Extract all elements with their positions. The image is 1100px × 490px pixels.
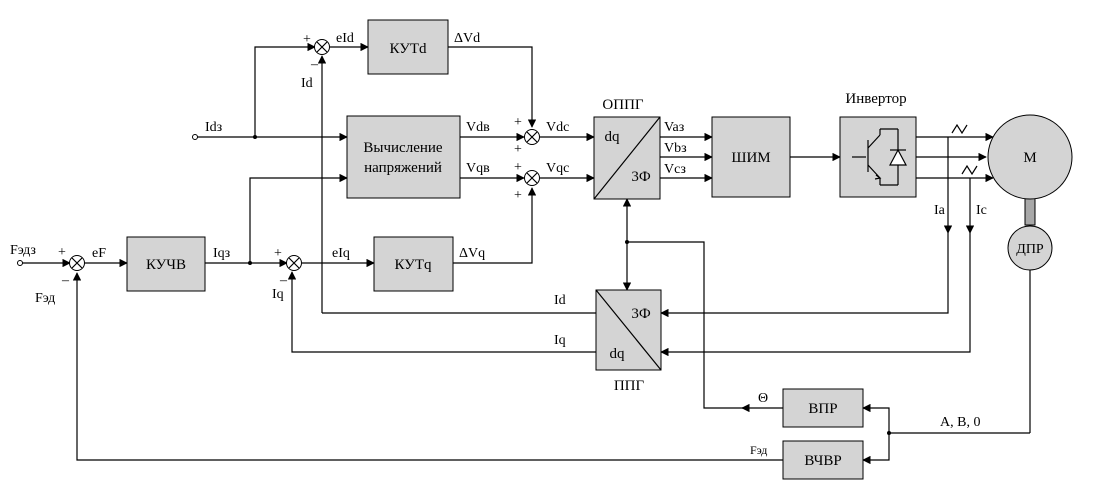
label-dvq: ΔVq: [459, 246, 485, 261]
signs: + – + + + + + – + –: [58, 32, 522, 288]
sign-minus-id: –: [310, 57, 319, 72]
idz-terminal: [192, 134, 198, 140]
label-ic: Ic: [976, 203, 987, 218]
label-vqc: Vqc: [546, 161, 569, 176]
block-inverter: [839, 116, 917, 198]
label-vaz: Vaз: [664, 120, 685, 135]
sum-iq: [286, 255, 302, 271]
sum-id: [314, 39, 330, 55]
summing-junctions: [69, 39, 540, 271]
label-vdc: Vdc: [546, 120, 569, 135]
kutq-label: КУТq: [395, 257, 432, 273]
motor-label: M: [1023, 150, 1036, 166]
label-vdv: Vdв: [466, 120, 490, 135]
label-id-ppg: Id: [554, 293, 566, 308]
sign-plus-f: +: [58, 245, 66, 260]
block-vchvr: ВЧВР: [782, 440, 864, 480]
fedz-terminal: [17, 260, 23, 266]
label-abo: A, B, 0: [940, 415, 980, 430]
block-shim: ШИМ: [711, 116, 791, 198]
block-kuchv: КУЧВ: [126, 236, 206, 292]
dpr-sensor: ДПР: [1007, 225, 1053, 271]
sign-plus-id: +: [303, 32, 311, 47]
sum-vq: [524, 170, 540, 186]
calc-label-1: Вычисление: [363, 140, 443, 156]
label-iq-fb: Iq: [272, 287, 284, 302]
wires: [22, 42, 1036, 465]
block-calc: Вычисление напряжений: [346, 115, 461, 199]
ppg-dq: dq: [610, 346, 626, 362]
kutd-label: КУТd: [390, 41, 427, 57]
vpr-label: ВПР: [808, 401, 837, 417]
label-fed-vchvr: Fэд: [750, 443, 767, 457]
signal-labels: Idз Id eId ΔVd Vdв Vqв Vdc Vqc Vaз Vbз V…: [10, 31, 987, 457]
label-iq-ppg: Iq: [554, 333, 566, 348]
label-theta: Θ: [758, 391, 768, 406]
sign-plus-vq1: +: [514, 160, 522, 175]
sign-plus-vq2: +: [514, 188, 522, 203]
label-eid: eId: [336, 31, 354, 46]
label-id-fb: Id: [301, 76, 313, 91]
dpr-label: ДПР: [1016, 242, 1044, 257]
block-oppg: dq 3Ф: [593, 116, 661, 200]
sign-minus-f: –: [61, 273, 70, 288]
ppg-3f: 3Ф: [631, 306, 651, 322]
block-ppg: 3Ф dq: [595, 289, 662, 371]
label-iqz: Iqз: [213, 246, 231, 261]
calc-label-2: напряжений: [364, 160, 442, 176]
label-eiq: eIq: [332, 246, 350, 261]
sum-f: [69, 255, 85, 271]
junction-dots: [248, 135, 891, 435]
oppg-title: ОППГ: [602, 97, 643, 113]
label-vbz: Vbз: [664, 141, 687, 156]
label-ia: Ia: [934, 203, 946, 218]
oppg-dq: dq: [605, 129, 621, 145]
sign-minus-iq: –: [279, 273, 288, 288]
label-fed: Fэд: [35, 291, 55, 306]
shim-label: ШИМ: [731, 150, 770, 166]
motor: M: [987, 114, 1073, 200]
sign-plus-vd1: +: [514, 115, 522, 130]
vchvr-label: ВЧВР: [804, 453, 841, 469]
label-idz: Idз: [205, 120, 223, 135]
label-fedz: Fэдз: [10, 243, 36, 258]
ppg-title: ППГ: [614, 378, 645, 394]
oppg-3f: 3Ф: [631, 169, 651, 185]
label-vcz: Vcз: [664, 162, 686, 177]
inverter-title: Инвертор: [845, 91, 906, 107]
sign-plus-iq: +: [274, 246, 282, 261]
label-vqv: Vqв: [466, 161, 490, 176]
block-kutd: КУТd: [367, 19, 449, 75]
sign-plus-vd2: +: [514, 142, 522, 157]
igbt-diode-icon: [852, 128, 907, 186]
block-vpr: ВПР: [782, 388, 864, 428]
label-dvd: ΔVd: [454, 31, 480, 46]
sum-vd: [524, 129, 540, 145]
block-kutq: КУТq: [373, 236, 454, 292]
kuchv-label: КУЧВ: [146, 257, 186, 273]
label-ef: eF: [92, 246, 106, 261]
